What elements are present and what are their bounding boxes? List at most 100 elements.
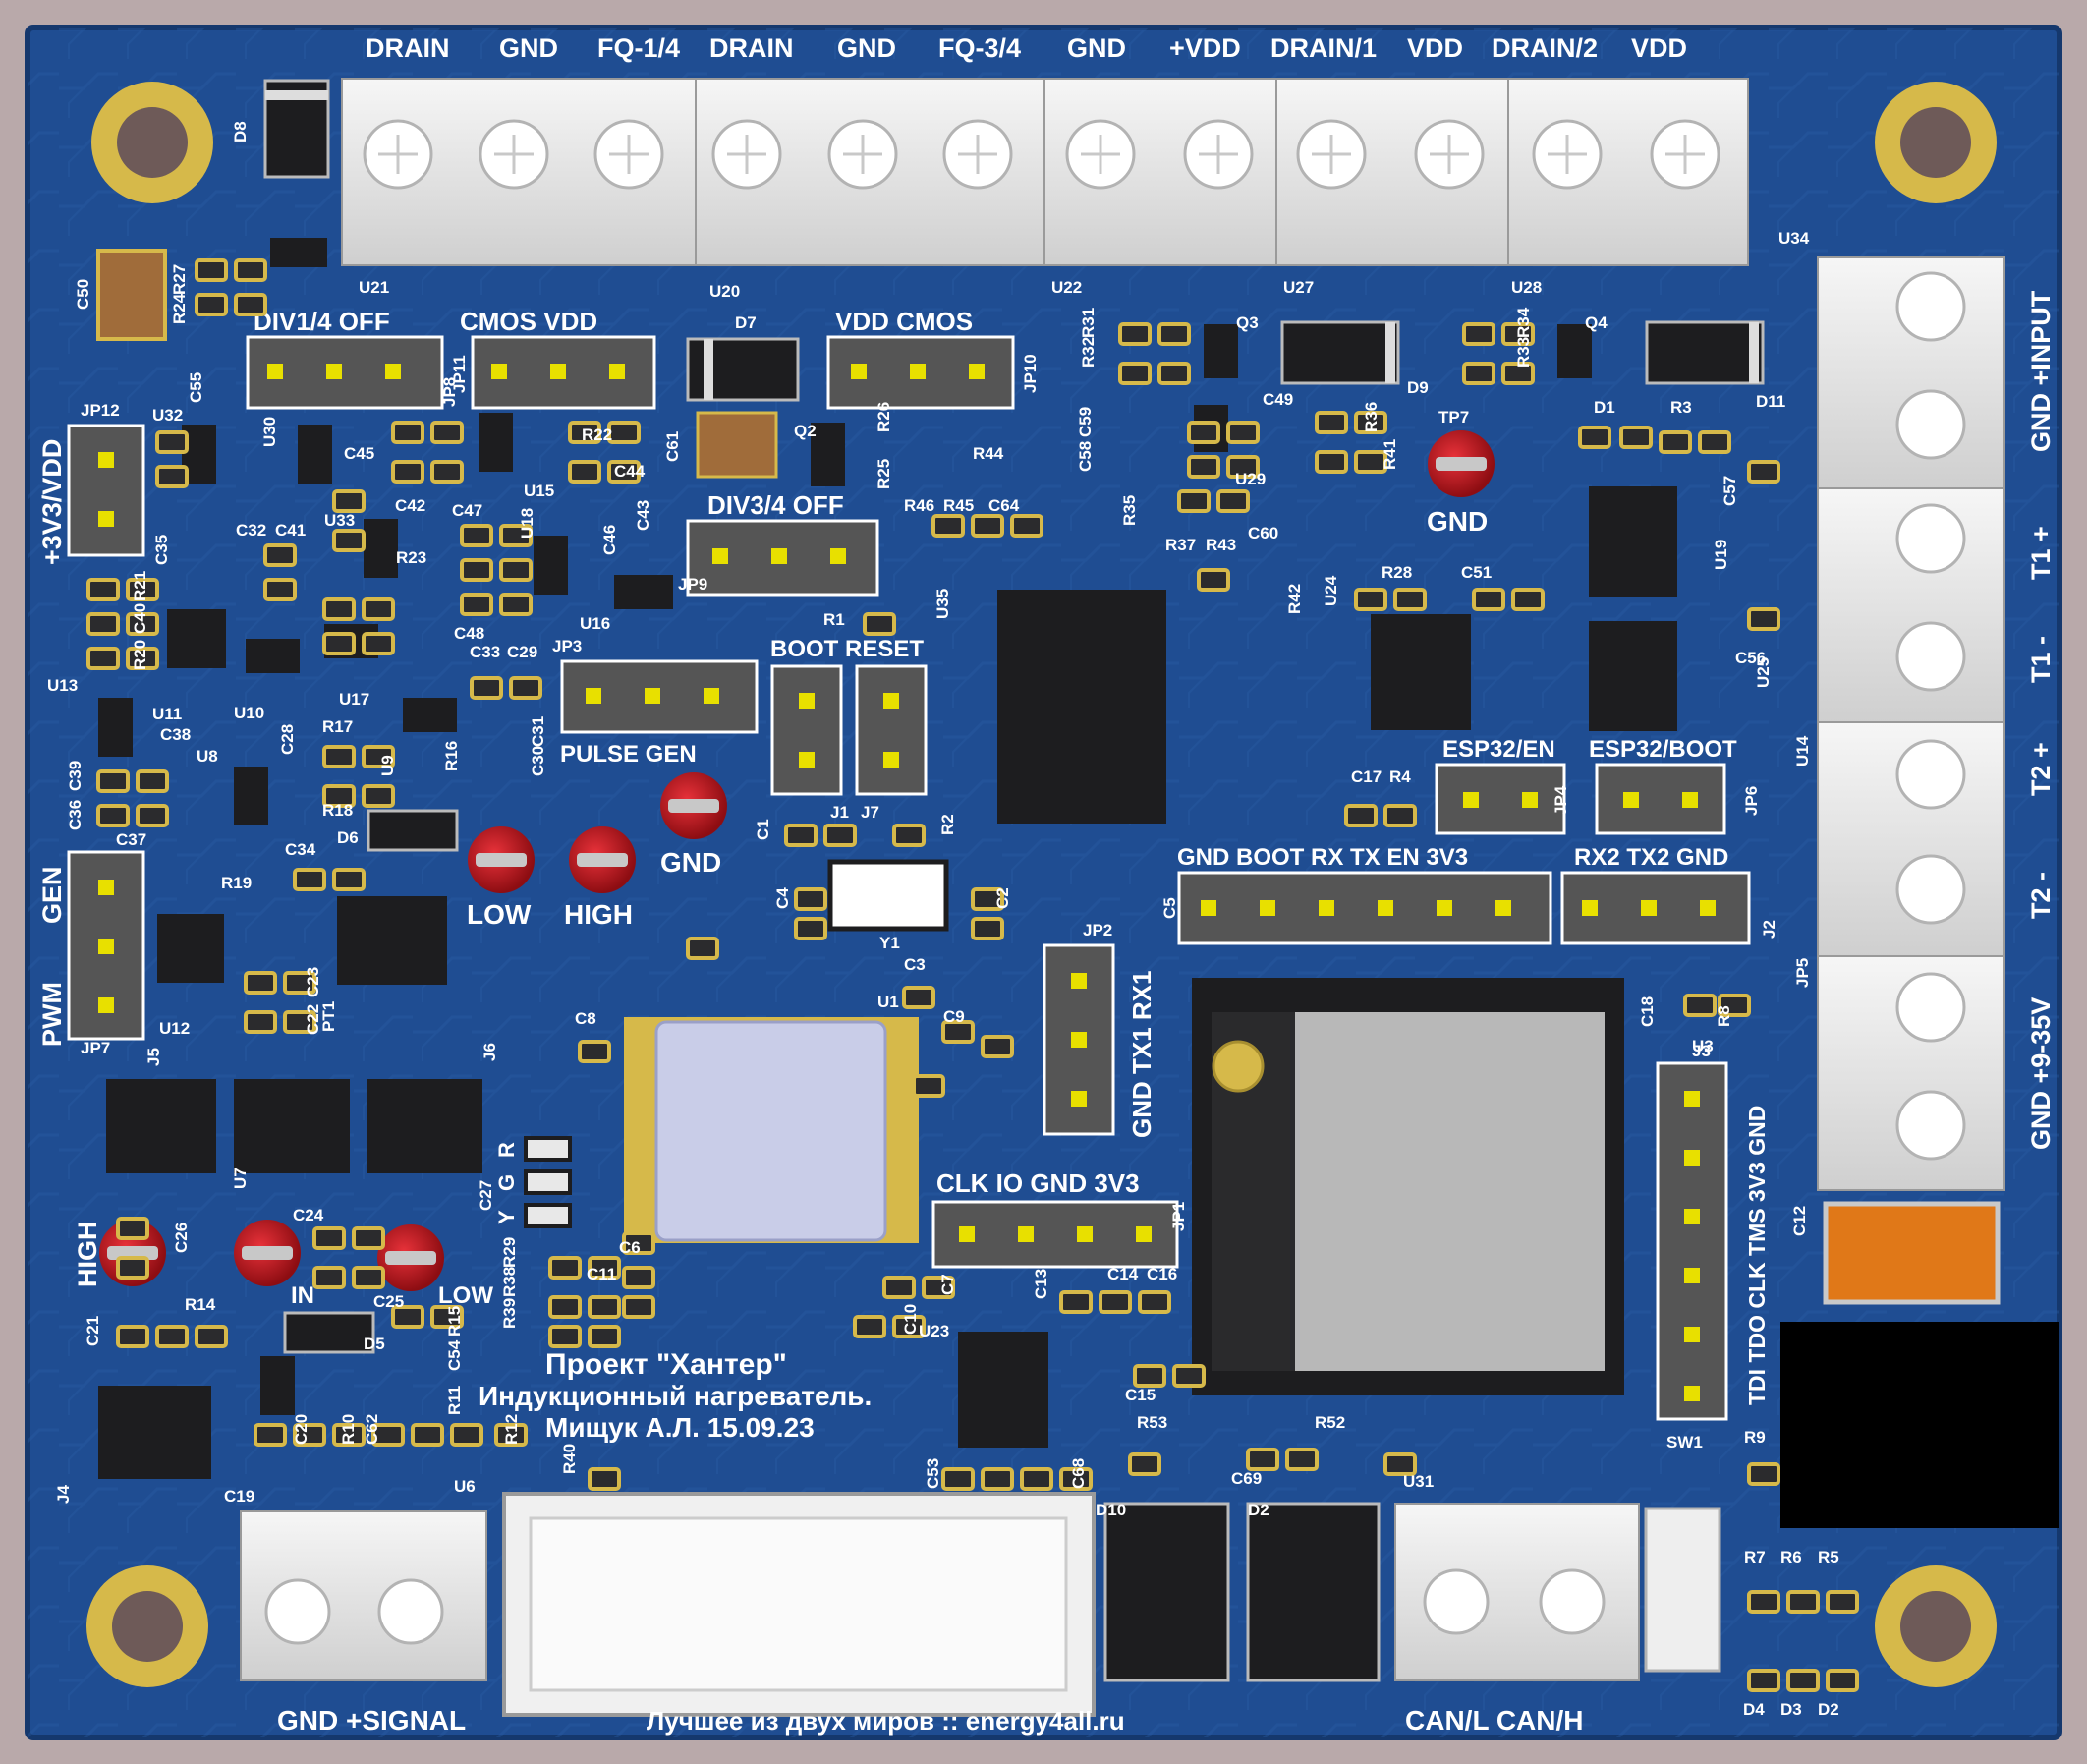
tp1-label: IN — [291, 1282, 314, 1309]
smd-passive — [136, 769, 169, 793]
smd-passive — [1099, 1290, 1132, 1314]
ref-designator: J5 — [144, 1048, 163, 1066]
header-jp12 — [67, 424, 145, 557]
ref-designator: C9 — [943, 1007, 965, 1026]
ref-designator: R37 — [1165, 536, 1196, 554]
bottom-labels: GND +SIGNAL CAN/L CAN/H Лучшее из двух м… — [277, 1705, 1583, 1736]
ref-designator: R18 — [322, 801, 353, 820]
smd-passive — [622, 1295, 655, 1319]
pin — [98, 939, 114, 954]
smd-passive — [1698, 430, 1731, 454]
ref-designator: C11 — [587, 1265, 616, 1283]
ref-designator: JP6 — [1742, 786, 1761, 816]
pin — [969, 364, 985, 379]
ref-designator: C2 — [993, 887, 1012, 909]
smd-passive — [1718, 994, 1751, 1017]
project-author: Мищук А.Л. 15.09.23 — [545, 1412, 815, 1443]
smd-passive — [470, 676, 503, 700]
pin — [98, 997, 114, 1013]
smd-passive — [332, 529, 366, 552]
smd-passive — [1511, 588, 1545, 611]
led-label-y: Y — [494, 1210, 519, 1224]
smd-passive — [1578, 426, 1611, 449]
project-title: Проект "Хантер" — [545, 1348, 787, 1381]
pin — [385, 364, 401, 379]
ref-designator: R39 — [500, 1298, 519, 1329]
smd-passive — [794, 917, 827, 940]
ref-designator: R11 — [445, 1386, 464, 1415]
ic-u8 — [234, 767, 268, 825]
tp-cap — [385, 1251, 436, 1265]
ref-designator: R46 — [904, 496, 934, 515]
smd-passive — [499, 558, 533, 582]
ref-designator: D2 — [1248, 1501, 1269, 1519]
smd-passive — [971, 514, 1004, 538]
smd-passive — [332, 868, 366, 891]
ref-designator: Q2 — [794, 422, 817, 440]
ref-designator: C47 — [452, 501, 482, 520]
ref-designator: JP9 — [678, 575, 707, 594]
ref-designator: R20 — [131, 640, 149, 670]
project-subtitle: Индукционный нагреватель. — [479, 1381, 872, 1411]
ic-j6 — [367, 1079, 482, 1173]
ref-designator: R23 — [396, 548, 426, 567]
ref-designator: C17 — [1351, 768, 1382, 786]
pin — [1700, 900, 1716, 916]
led-g — [524, 1169, 572, 1195]
pin — [267, 364, 283, 379]
ref-designator: U9 — [378, 755, 397, 776]
pin — [851, 364, 867, 379]
smd-passive — [853, 1315, 886, 1338]
pin — [1260, 900, 1275, 916]
smd-passive — [332, 1423, 366, 1447]
ref-designator: R38 — [500, 1267, 519, 1297]
smd-passive — [784, 824, 818, 847]
ref-designator: R3 — [1670, 398, 1692, 417]
ref-designator: J2 — [1760, 920, 1778, 939]
ref-designator: R24 — [170, 293, 189, 324]
ref-designator: U33 — [324, 511, 355, 530]
ref-designator: C45 — [344, 444, 374, 463]
smd-passive — [155, 430, 189, 454]
smd-passive — [234, 293, 267, 316]
ic-q3 — [1204, 324, 1238, 378]
integrated-circuits — [98, 238, 1677, 1479]
label-j3-col: TDI TDO CLK TMS 3V3 GND — [1744, 1106, 1770, 1405]
top-terminal-labels: DRAIN GND FQ-1/4 DRAIN GND FQ-3/4 GND +V… — [366, 33, 1687, 63]
ic-u15 — [479, 413, 513, 472]
ref-designator: U6 — [454, 1477, 476, 1496]
ic-u7 — [234, 1079, 350, 1173]
ref-designator: U3 — [1692, 1037, 1714, 1055]
label-cmos-vdd: CMOS VDD — [460, 307, 597, 336]
ref-designator: U7 — [231, 1167, 250, 1189]
smd-passive — [126, 578, 159, 601]
label-can: CAN/L CAN/H — [1405, 1705, 1583, 1736]
bottom-connectors — [240, 1492, 1721, 1717]
diode-d8-band — [265, 90, 328, 100]
pin — [799, 752, 815, 768]
pin — [1684, 1209, 1700, 1224]
ref-designator: U23 — [919, 1322, 949, 1340]
label-vdd-cmos: VDD CMOS — [835, 307, 973, 336]
smd-passive — [1462, 322, 1495, 346]
smd-passive — [1747, 607, 1780, 631]
smd-passive — [1383, 804, 1417, 827]
ref-designator: U29 — [1235, 470, 1266, 488]
ref-designator: U19 — [1712, 540, 1730, 570]
smd-passive — [332, 489, 366, 513]
smd-passive — [362, 597, 395, 621]
smd-passive — [902, 986, 935, 1009]
ref-designator: D5 — [364, 1335, 385, 1353]
pin — [98, 511, 114, 527]
smd-passive — [941, 1020, 975, 1044]
screw-icon — [264, 1578, 331, 1645]
tp4-label: GND — [660, 847, 721, 878]
ref-designator: C27 — [477, 1180, 495, 1211]
ref-designator: D2 — [1818, 1700, 1839, 1719]
idc-connector-slot — [529, 1516, 1068, 1692]
ref-designator: R44 — [973, 444, 1004, 463]
smd-passive — [882, 1276, 916, 1299]
smd-passive — [362, 784, 395, 808]
label-pwm: PWM — [37, 982, 67, 1047]
right-label-0: GND +INPUT — [2026, 290, 2056, 452]
